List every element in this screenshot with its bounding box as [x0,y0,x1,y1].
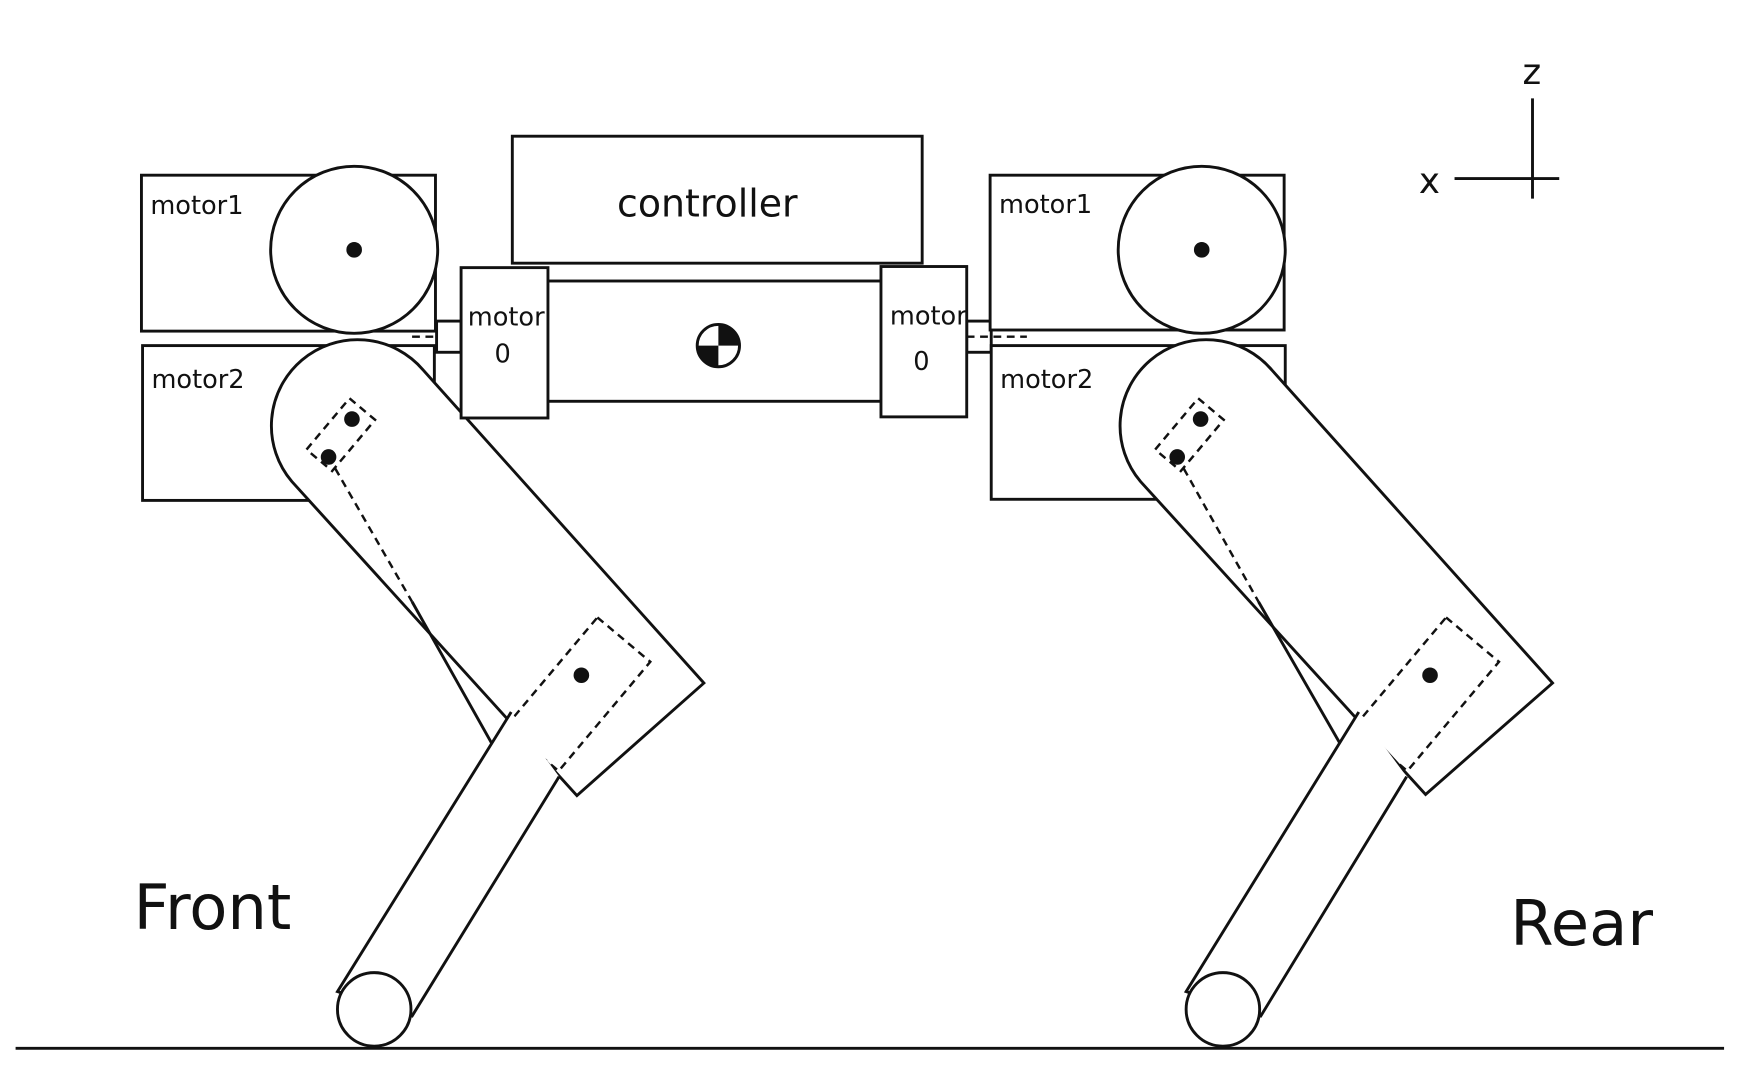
rear-foot [1184,971,1262,1048]
front-thigh-link [269,338,706,798]
front-motor0-box: motor 0 [459,266,550,420]
rear-thigh-link [1118,338,1555,797]
axis-indicator: z x [1419,52,1560,202]
rear-motor0-box: motor 0 [879,265,969,419]
rear-motor0-label-line1: motor [890,301,967,331]
center-of-mass-icon [695,322,741,369]
controller-box: controller [510,134,924,265]
axis-x-label: x [1419,161,1440,202]
front-motor0-label-line1: motor [468,303,545,333]
front-leg: motor1 motor2 motor 0 Front [134,164,706,1048]
rear-leg: motor1 motor2 motor 0 Rear [879,164,1653,1048]
rear-motor1-label: motor1 [999,190,1092,220]
front-motor1-axle [346,242,362,258]
front-motor0-label-line2: 0 [494,339,510,369]
rear-label: Rear [1510,887,1653,960]
front-motor2-label: motor2 [151,365,244,395]
axis-z-label: z [1522,52,1541,93]
rear-shin-link [1183,711,1408,1018]
rear-motor0-label-line2: 0 [913,347,929,377]
rear-motor2-label: motor2 [1000,365,1093,395]
front-label: Front [134,871,292,944]
front-foot [336,971,413,1048]
rear-motor1-axle [1193,242,1210,258]
front-motor1-label: motor1 [150,191,243,221]
controller-label: controller [617,181,798,225]
front-shin-link [335,711,561,1018]
